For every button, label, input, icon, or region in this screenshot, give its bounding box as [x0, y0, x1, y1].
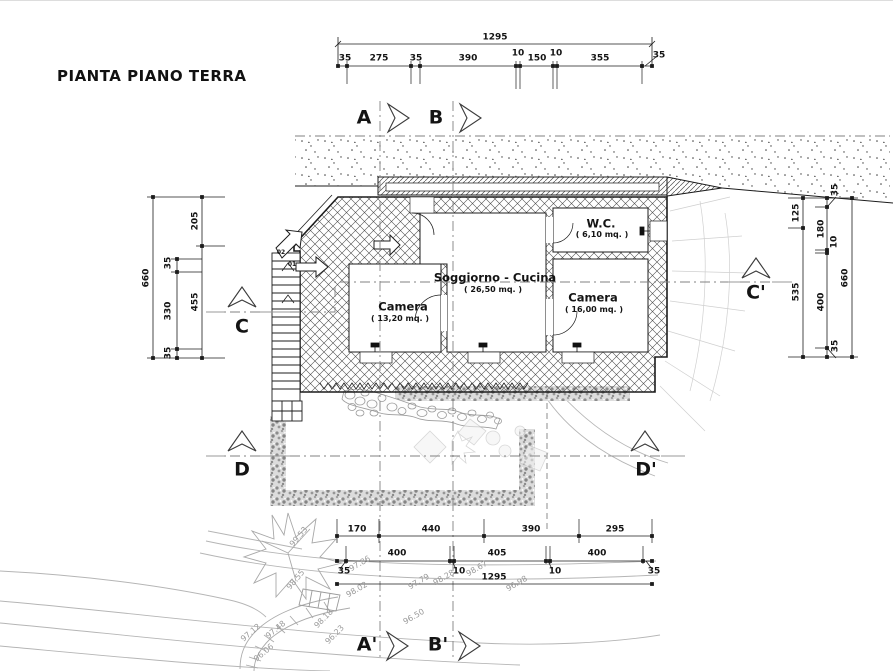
dim-top [334, 37, 657, 89]
dim-bottom [335, 519, 654, 586]
windows-south [359, 220, 668, 364]
dim-bottom-r2-2: 10 [452, 566, 466, 577]
road [239, 588, 351, 671]
room-area-camera-w: ( 13,20 mq. ) [370, 314, 430, 323]
room-label-camera-w: Camera [378, 299, 428, 314]
dim-bottom-r2-0: 35 [337, 566, 351, 577]
dim-right-inner-1: 535 [791, 282, 802, 302]
dim-right-mid-1: 180 [816, 219, 827, 239]
dim-right-mid-2: 10 [829, 235, 840, 249]
dim-right [788, 196, 858, 359]
dim-bottom-r2-5: 400 [587, 548, 607, 559]
window-marks [370, 226, 650, 352]
dim-right-mid-3: 400 [816, 292, 827, 312]
garden [270, 382, 630, 506]
dim-top-7: 355 [590, 53, 610, 64]
room-area-wc: ( 6,10 mq. ) [575, 230, 629, 239]
dim-top-5: 150 [527, 53, 547, 64]
section-label-c-prime: C' [746, 281, 766, 304]
room-label-soggiorno: Soggiorno - Cucina [433, 270, 557, 285]
section-arrow-a [386, 102, 410, 134]
stone-path [341, 388, 502, 430]
section-label-a: A [356, 106, 372, 129]
dim-left-inner-1: 455 [190, 292, 201, 312]
page-title: PIANTA PIANO TERRA [57, 67, 247, 85]
room-label-wc: W.C. [586, 216, 616, 231]
dim-right-inner-0: 125 [791, 203, 802, 223]
dim-left-mid-0: 35 [163, 256, 174, 270]
dim-right-mid-4: 35 [830, 339, 841, 353]
terrain-contours [0, 390, 669, 671]
dim-top-3: 390 [458, 53, 478, 64]
dim-right-mid-0: 35 [830, 183, 841, 197]
dim-bottom-r2-1: 400 [387, 548, 407, 559]
dim-left-mid-1: 330 [163, 301, 174, 321]
slope-lines-east [659, 196, 749, 432]
hedge-left [270, 416, 286, 506]
section-label-d: D [234, 458, 250, 481]
garden-furniture [413, 418, 549, 472]
section-label-d-prime: D' [635, 458, 657, 481]
section-label-b-prime: B' [427, 633, 449, 656]
entry-arrows [275, 229, 401, 279]
section-arrow-c [227, 286, 257, 308]
section-arrow-a-prime [385, 630, 409, 662]
tree-icon [242, 512, 344, 601]
dim-bottom-total: 1295 [481, 572, 507, 583]
dim-top-6: 10 [549, 48, 563, 59]
section-arrow-b-prime [457, 630, 481, 662]
door-label-01: 01 [287, 261, 297, 268]
room-wc [552, 207, 649, 253]
dim-bottom-r1-3: 295 [605, 524, 625, 535]
room-label-camera-e: Camera [568, 290, 618, 305]
dim-bottom-r1-2: 390 [521, 524, 541, 535]
section-arrow-d [227, 430, 257, 452]
dim-bottom-r1-1: 440 [421, 524, 441, 535]
section-arrow-c-prime [741, 257, 771, 279]
dim-left-outer: 660 [141, 268, 152, 288]
dim-bottom-r2-3: 405 [487, 548, 507, 559]
dim-left-mid-2: 35 [163, 346, 174, 360]
room-area-soggiorno: ( 26,50 mq. ) [463, 285, 523, 294]
dim-bottom-r2-6: 35 [647, 566, 661, 577]
section-label-b: B [428, 106, 444, 129]
section-markers [206, 102, 792, 662]
dim-top-1: 275 [369, 53, 389, 64]
dim-bottom-r2-4: 10 [548, 566, 562, 577]
stairs [271, 252, 303, 422]
dim-top-4: 10 [511, 48, 525, 59]
dim-left [147, 195, 225, 360]
section-arrow-b [458, 102, 482, 134]
door-label-02: 02 [276, 249, 286, 256]
dim-top-2: 35 [409, 53, 423, 64]
retaining-wall-north [377, 176, 723, 197]
dim-bottom-r1-0: 170 [347, 524, 367, 535]
section-label-c: C [235, 315, 249, 338]
section-arrow-d-prime [630, 430, 660, 452]
building [271, 176, 723, 422]
section-label-a-prime: A' [356, 633, 378, 656]
dim-right-outer: 660 [840, 268, 851, 288]
door-swings [411, 212, 578, 336]
room-camera-e [552, 258, 649, 353]
dim-left-inner-0: 205 [190, 211, 201, 231]
dim-top-8: 35 [652, 50, 666, 61]
dim-top-total: 1295 [482, 32, 508, 43]
dim-top-0: 35 [338, 53, 352, 64]
hedge-bottom [270, 490, 535, 506]
room-area-camera-e: ( 16,00 mq. ) [564, 305, 624, 314]
dimension-lines [147, 37, 858, 586]
